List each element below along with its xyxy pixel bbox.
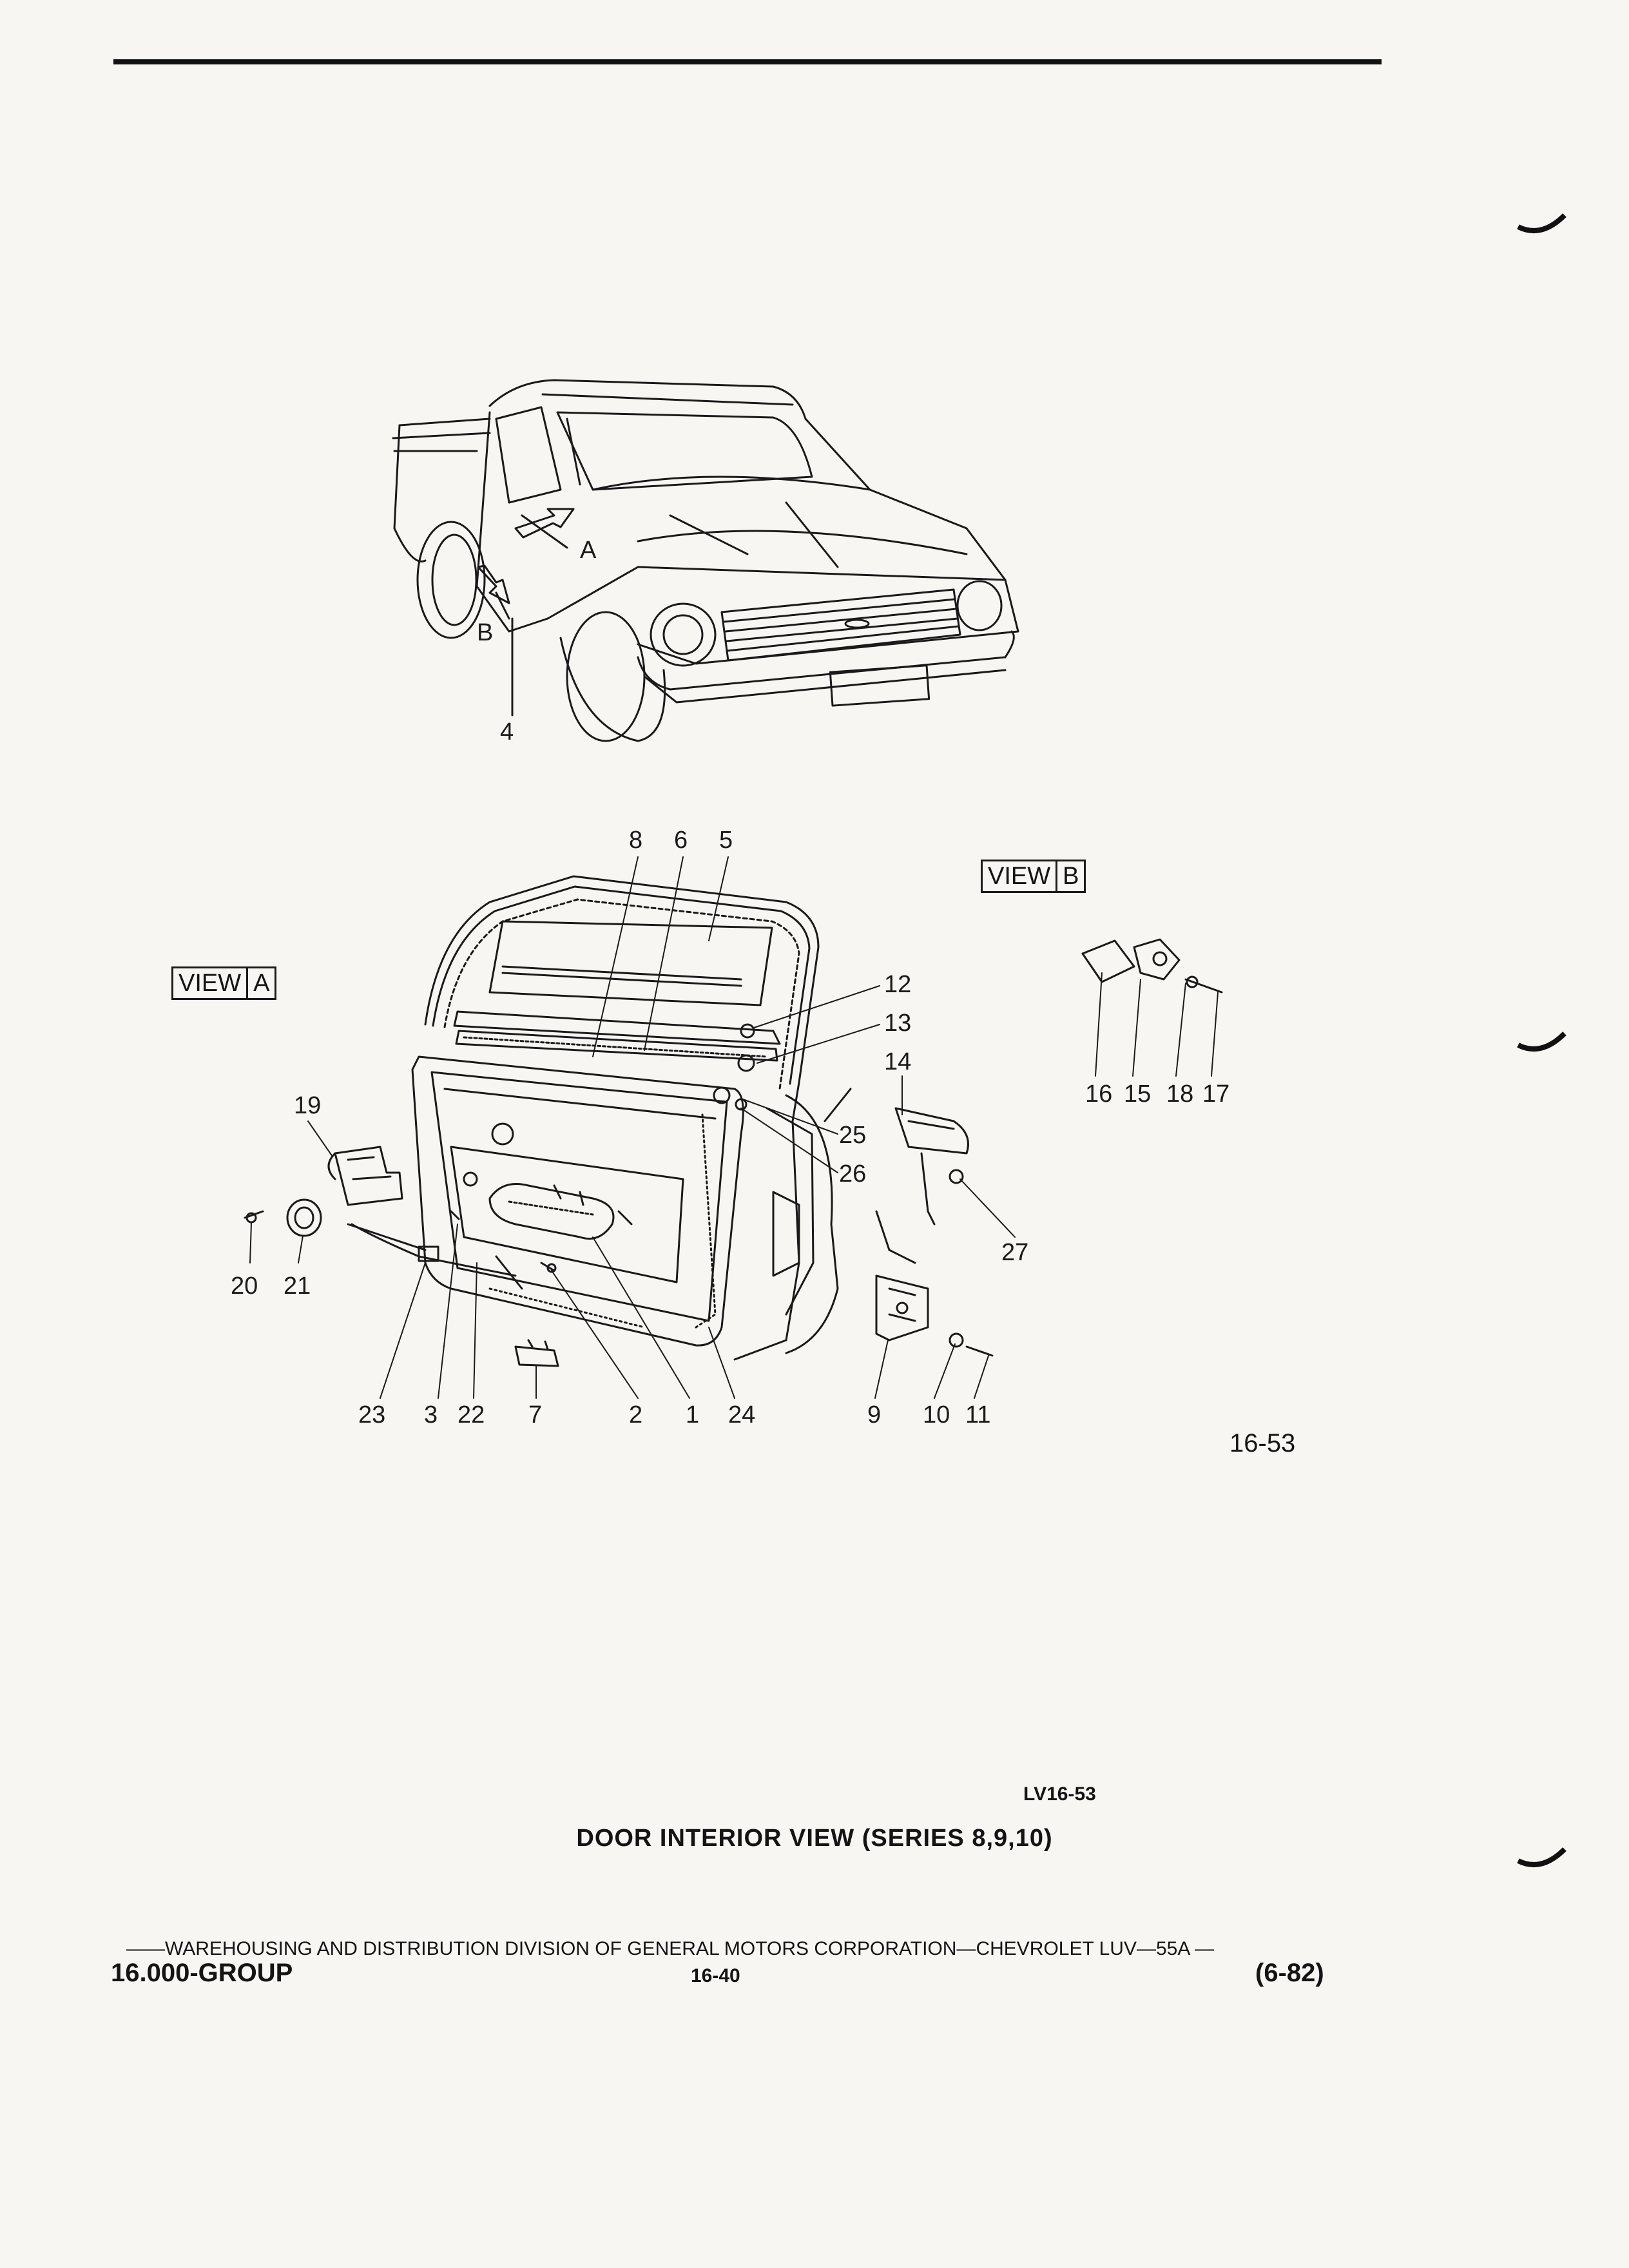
top-rule [113,59,1382,64]
callout-22: 22 [458,1401,485,1428]
callout-14: 14 [884,1048,911,1075]
callout-5: 5 [719,827,733,854]
view-a-word: VIEW [178,970,242,997]
callout-21: 21 [284,1273,311,1300]
callout-16: 16 [1085,1081,1112,1108]
view-b-label: VIEW B [981,860,1086,893]
callout-2: 2 [629,1401,642,1428]
callout-13: 13 [884,1010,911,1037]
callout-7: 7 [528,1401,542,1428]
truck-view-b-label: B [477,619,493,646]
group-number: 16.000-GROUP [111,1959,293,1987]
binding-mark [1517,1032,1566,1052]
callout-11: 11 [965,1401,990,1428]
callout-27: 27 [1001,1239,1028,1266]
inside-handle-detail [244,1146,559,1367]
binding-mark [1517,213,1566,233]
callout-18: 18 [1166,1081,1193,1108]
callout-6: 6 [674,827,688,854]
door-assembly [411,875,852,1361]
truck-illustration [392,379,1019,742]
view-b-letter: B [1055,861,1084,891]
view-a-letter: A [246,968,275,998]
callout-12: 12 [884,971,911,998]
revision-date: (6-82) [1255,1959,1324,1987]
binding-mark [1517,1847,1566,1867]
page-number: 16-40 [691,1965,740,1986]
callout-17: 17 [1202,1081,1229,1108]
publisher-line: ——WAREHOUSING AND DISTRIBUTION DIVISION … [126,1938,1215,1959]
leader-lines [249,856,1219,1399]
callout-8: 8 [629,827,642,854]
callout-24: 24 [728,1401,755,1428]
callout-20: 20 [231,1273,258,1300]
truck-view-a-label: A [580,537,597,564]
callout-23: 23 [358,1401,385,1428]
callout-4: 4 [500,718,514,745]
callout-9: 9 [867,1401,881,1428]
callout-10: 10 [923,1401,950,1428]
callout-26: 26 [839,1160,866,1187]
part-callouts: 8 6 5 12 13 14 16 15 18 17 19 25 26 27 2… [231,827,1229,1428]
callout-1: 1 [686,1401,699,1428]
view-b-word: VIEW [988,863,1051,890]
striker-detail [1081,938,1223,994]
figure-caption: DOOR INTERIOR VIEW (SERIES 8,9,10) [576,1825,1053,1852]
callout-3: 3 [424,1401,438,1428]
drawing-number: LV16-53 [1023,1783,1096,1805]
figure-code: 16-53 [1229,1429,1296,1457]
door-lock-detail [737,1023,994,1357]
callout-19: 19 [294,1092,321,1119]
view-a-label: VIEW A [171,966,277,1000]
callout-25: 25 [839,1122,866,1149]
callout-15: 15 [1124,1081,1151,1108]
